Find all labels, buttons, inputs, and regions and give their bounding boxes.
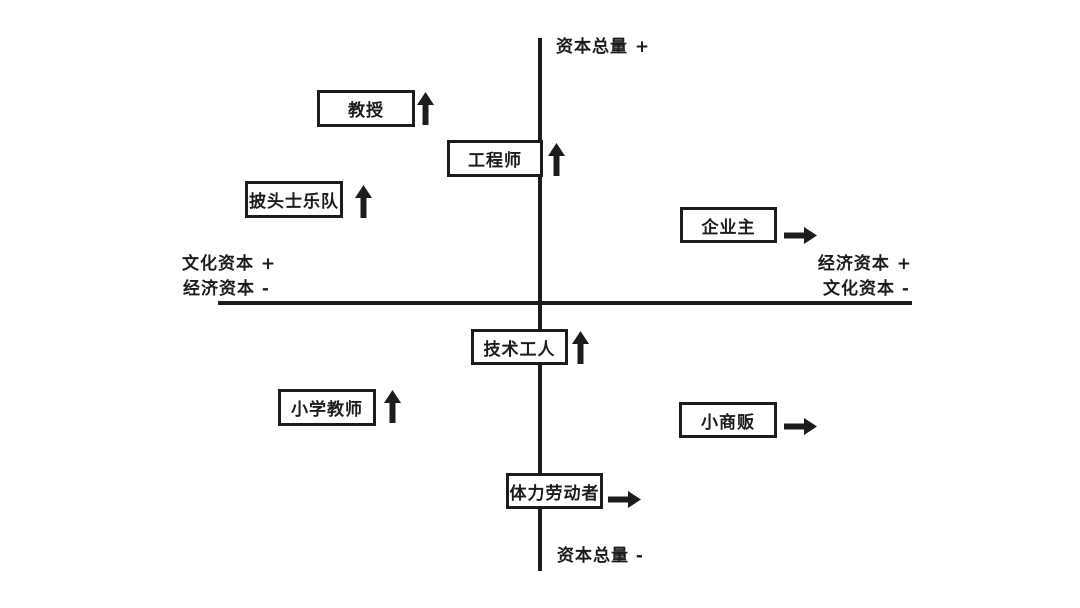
node-box-primary-school-teacher: 小学教师 [278, 389, 376, 426]
right-arrow-icon [784, 418, 817, 435]
node-box-business-owner: 企业主 [680, 207, 777, 243]
axis-label-total-capital-minus: 资本总量 - [557, 546, 644, 566]
right-arrow-icon [784, 227, 817, 244]
right-arrow-icon [608, 491, 641, 508]
axis-label-economic-capital-minus: 经济资本 - [183, 279, 270, 299]
node-box-skilled-worker: 技术工人 [471, 329, 568, 365]
node-box-small-vendor: 小商贩 [679, 402, 777, 438]
node-box-engineer: 工程师 [447, 140, 543, 177]
node-box-manual-laborer: 体力劳动者 [506, 473, 603, 509]
up-arrow-icon [384, 390, 401, 423]
axis-label-economic-capital-plus: 经济资本 + [817, 254, 912, 274]
axis-label-total-capital-plus: 资本总量 + [556, 37, 651, 57]
up-arrow-icon [572, 331, 589, 364]
axis-label-cultural-capital-plus: 文化资本 + [182, 254, 277, 274]
node-box-professor: 教授 [317, 90, 415, 127]
horizontal-axis-line [218, 301, 912, 305]
up-arrow-icon [548, 143, 565, 176]
axis-label-cultural-capital-minus: 文化资本 - [823, 279, 910, 299]
up-arrow-icon [355, 185, 372, 218]
node-box-beatles-band: 披头士乐队 [245, 181, 343, 218]
up-arrow-icon [417, 92, 434, 125]
